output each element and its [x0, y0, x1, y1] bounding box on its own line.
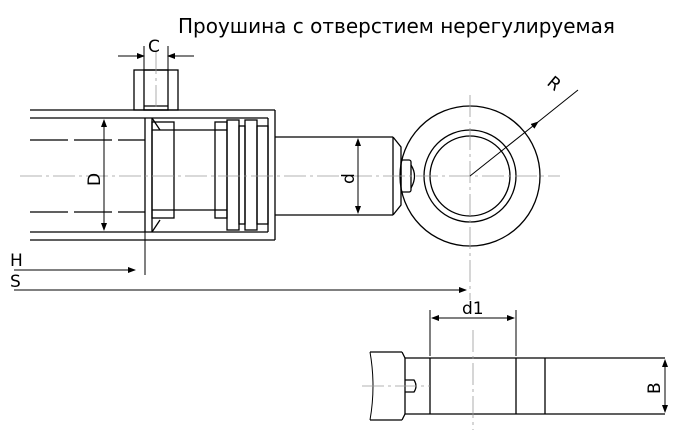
side-centerlines: [362, 330, 474, 430]
dimension-h: [14, 232, 146, 275]
label-b: B: [645, 382, 665, 394]
label-d1: d1: [462, 299, 484, 319]
label-d-bore: D: [85, 173, 105, 186]
cylinder-barrel: [30, 109, 276, 241]
dimension-d1: [429, 310, 517, 356]
dimension-c: [118, 46, 194, 70]
dimension-r: [469, 89, 579, 177]
drawing-title: Проушина с отверстием нерегулируемая: [178, 14, 615, 38]
label-s: S: [10, 272, 21, 292]
label-h: H: [10, 251, 23, 271]
piston: [144, 117, 269, 233]
label-r: R: [543, 73, 565, 96]
label-d-rod: d: [339, 173, 359, 184]
label-c: C: [148, 37, 160, 57]
